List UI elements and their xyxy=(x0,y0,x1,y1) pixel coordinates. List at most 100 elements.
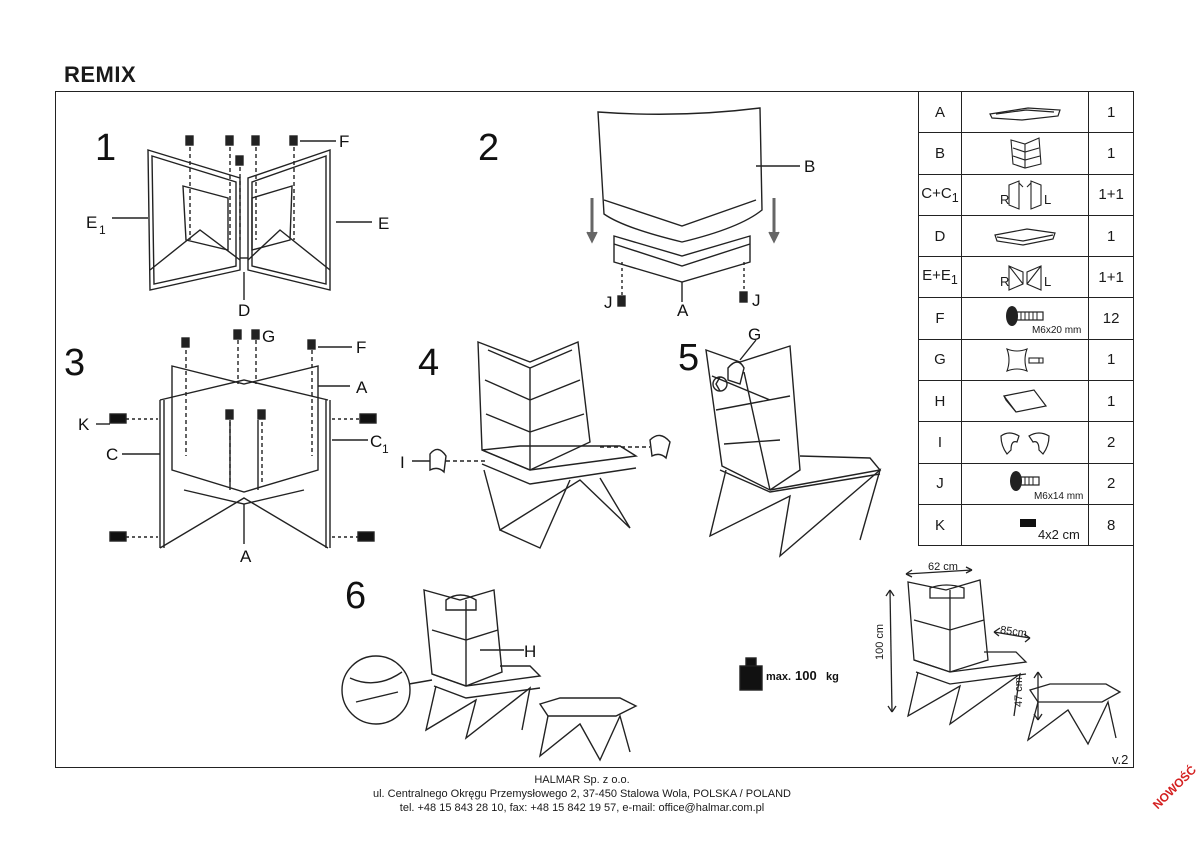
part-id: G xyxy=(918,338,962,382)
step2-backrest-assembly xyxy=(586,107,800,307)
step-number-2: 2 xyxy=(478,127,499,169)
step2-label-j-right: J xyxy=(752,291,761,310)
part-qty: 1+1 xyxy=(1088,173,1134,216)
step1-label-e: E xyxy=(378,214,389,233)
part-id: C+C1 xyxy=(918,173,962,216)
part-image xyxy=(960,338,1090,382)
step1-label-f: F xyxy=(339,132,349,151)
step4-chair xyxy=(412,340,671,549)
step3-label-k: K xyxy=(78,415,90,434)
part-spec: M6x14 mm xyxy=(1033,490,1084,502)
company-name: HALMAR Sp. z o.o. xyxy=(534,774,630,786)
step2-label-b: B xyxy=(804,157,815,176)
parts-row: C+C1 R L 1+1 xyxy=(918,173,1134,216)
part-image: 4x2 cm xyxy=(960,503,1090,547)
step6-chair-ottoman xyxy=(341,589,638,762)
part-image: M6x14 mm xyxy=(960,462,1090,505)
step-number-3: 3 xyxy=(64,342,85,384)
step3-label-g: G xyxy=(262,327,275,346)
leg-frames-icon xyxy=(1008,265,1042,292)
version-label: v.2 xyxy=(1112,752,1129,767)
part-qty: 1 xyxy=(1088,380,1134,423)
weight-icon xyxy=(739,657,763,691)
step-number-1: 1 xyxy=(95,127,116,169)
bolt-icon xyxy=(1010,470,1040,491)
bolt-icon xyxy=(1006,305,1044,326)
part-side-left-label: L xyxy=(1043,274,1052,290)
parts-row: G 1 xyxy=(918,338,1134,382)
ottoman-cushion-icon xyxy=(1003,389,1048,413)
part-image xyxy=(960,421,1090,464)
backrest-icon xyxy=(1010,137,1042,170)
load-unit: kg xyxy=(826,671,839,683)
foot-pad-icon xyxy=(1019,518,1036,527)
step3-label-c1: C xyxy=(370,432,382,451)
step3-label-c1-sub: 1 xyxy=(382,442,389,456)
load-max-label: max. xyxy=(766,671,791,683)
part-side-left-label: L xyxy=(1043,191,1052,207)
parts-row: J M6x14 mm 2 xyxy=(918,462,1134,505)
step2-label-j-left: J xyxy=(604,293,613,312)
part-image: M6x20 mm xyxy=(960,297,1090,340)
step4-label-i: I xyxy=(400,453,405,472)
parts-row: K 4x2 cm 8 xyxy=(918,503,1134,547)
step1-leg-frames xyxy=(112,135,372,300)
part-id: D xyxy=(918,214,962,258)
parts-list-table: A 1 B 1 C+C1 R L 1+1 D 1 E+E1 R L xyxy=(918,90,1134,547)
parts-row: D 1 xyxy=(918,214,1134,258)
part-qty: 2 xyxy=(1088,462,1134,505)
step5-chair-rear xyxy=(705,339,882,558)
dimension-height: 100 cm xyxy=(874,623,887,661)
part-spec: M6x20 mm xyxy=(1031,325,1082,337)
part-side-right-label: R xyxy=(999,274,1010,290)
part-image xyxy=(960,132,1090,175)
parts-row: E+E1 R L 1+1 xyxy=(918,256,1134,299)
part-id: B xyxy=(918,132,962,175)
part-id: J xyxy=(918,462,962,505)
company-footer: HALMAR Sp. z o.o. ul. Centralnego Okręgu… xyxy=(0,773,1164,815)
step6-label-h: H xyxy=(524,642,536,661)
part-id: A xyxy=(918,90,962,134)
part-id: H xyxy=(918,380,962,423)
part-qty: 2 xyxy=(1088,421,1134,464)
dimension-seat-height: 47 cm xyxy=(1012,677,1025,707)
parts-row: H 1 xyxy=(918,380,1134,423)
company-contact: tel. +48 15 843 28 10, fax: +48 15 842 1… xyxy=(399,802,765,814)
parts-row: B 1 xyxy=(918,132,1134,175)
dimensions-drawing xyxy=(885,566,1122,746)
parts-row: F M6x20 mm 12 xyxy=(918,297,1134,340)
part-id: K xyxy=(918,503,962,547)
load-value: 100 xyxy=(795,668,817,683)
part-image xyxy=(960,214,1090,258)
part-side-right-label: R xyxy=(999,191,1010,207)
assembly-illustrations: 1 2 3 4 5 6 F E 1 E D xyxy=(64,107,882,762)
step3-label-a-top: A xyxy=(356,378,368,397)
step5-label-g: G xyxy=(748,325,761,344)
step2-label-a: A xyxy=(677,301,689,320)
part-id: F xyxy=(918,297,962,340)
parts-row: A 1 xyxy=(918,90,1134,134)
part-image xyxy=(960,380,1090,423)
part-image: R L xyxy=(960,173,1090,216)
part-qty: 1 xyxy=(1088,338,1134,382)
part-qty: 1 xyxy=(1088,214,1134,258)
part-image xyxy=(960,90,1090,134)
part-qty: 1 xyxy=(1088,132,1134,175)
step3-label-a-bottom: A xyxy=(240,547,252,566)
part-qty: 1 xyxy=(1088,90,1134,134)
step-number-5: 5 xyxy=(678,337,699,379)
document-title: REMIX xyxy=(64,62,137,87)
dimension-width: 62 cm xyxy=(928,561,958,573)
step1-label-d: D xyxy=(238,301,250,320)
headrest-pillow-icon xyxy=(1006,347,1044,372)
part-image: R L xyxy=(960,256,1090,299)
connector-clip-icon xyxy=(1000,431,1050,455)
seat-frame-icon xyxy=(989,107,1061,121)
part-qty: 12 xyxy=(1088,297,1134,340)
step3-frame-assembly xyxy=(96,329,377,549)
part-qty: 8 xyxy=(1088,503,1134,547)
seat-cushion-icon xyxy=(994,228,1056,246)
step3-label-c: C xyxy=(106,445,118,464)
parts-row: I 2 xyxy=(918,421,1134,464)
step1-label-e1-sub: 1 xyxy=(99,223,106,237)
